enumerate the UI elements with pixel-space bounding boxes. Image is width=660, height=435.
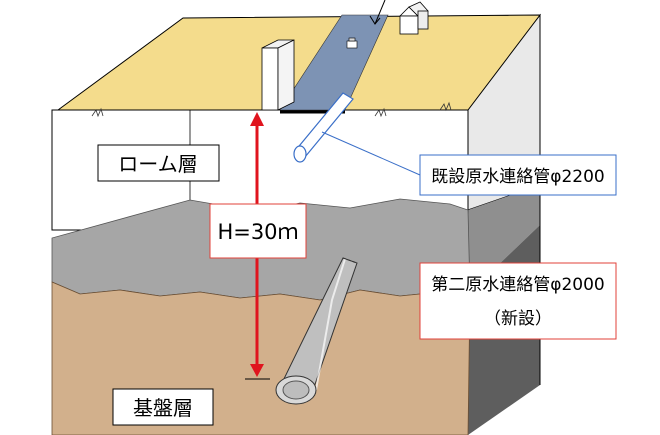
house-icon (399, 1, 429, 35)
new-pipe-label-line2: （新設） (484, 309, 552, 329)
bedrock-label: 基盤層 (133, 396, 193, 420)
road-strip (279, 14, 389, 111)
existing-pipe-callout (419, 154, 617, 196)
vehicle-icon (346, 37, 358, 49)
shaft-structure (261, 47, 279, 111)
loam-label: ローム層 (118, 152, 197, 176)
pointer-arrow (374, 0, 386, 25)
pointer-arrow-head (369, 15, 381, 25)
shaft-side (277, 39, 295, 111)
depth-label: H=30ｍ (217, 220, 298, 244)
new-pipe-label-line1: 第二原水連絡管φ2000 (431, 275, 604, 295)
new-pipe-callout (419, 262, 617, 340)
existing-pipe-label: 既設原水連絡管φ2200 (431, 167, 604, 187)
bedrock-label-box (112, 388, 214, 426)
loam-label-box (97, 144, 220, 182)
existing-pipe-leader (321, 131, 421, 176)
grass-marks (91, 101, 452, 118)
depth-label-box (209, 203, 307, 259)
existing-pipe (293, 92, 354, 163)
new-pipe (275, 257, 358, 405)
